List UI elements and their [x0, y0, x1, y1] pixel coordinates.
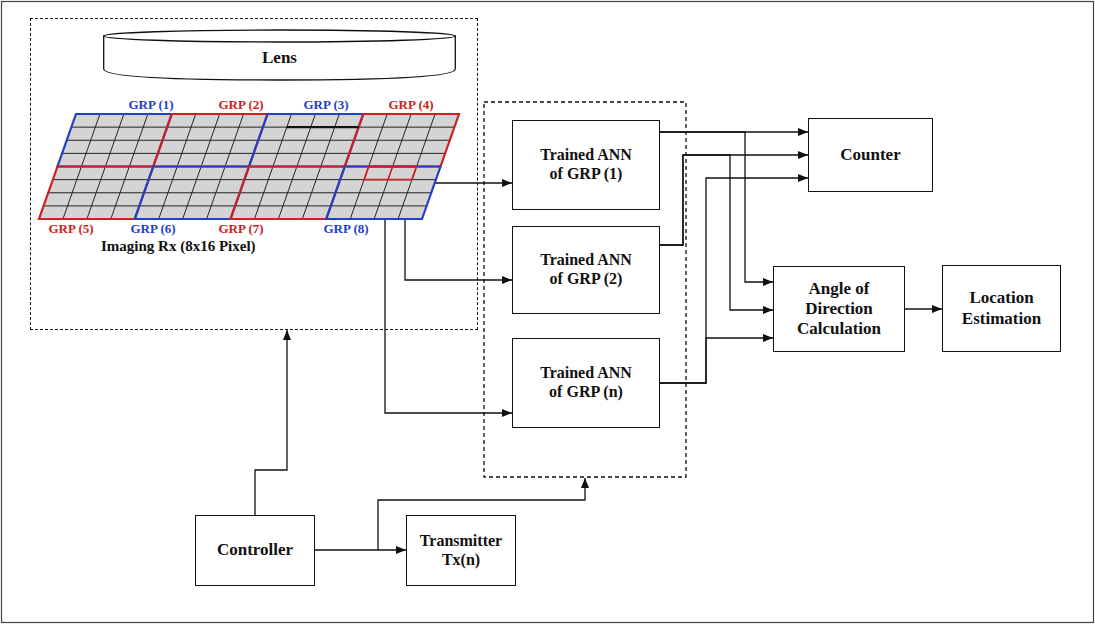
- group-outline: [39, 167, 153, 220]
- group-label: GRP (6): [130, 221, 175, 236]
- group-outline: [345, 114, 459, 167]
- box-label: Counter: [840, 145, 900, 165]
- spot-mark: [287, 126, 359, 128]
- group-outline: [58, 114, 172, 167]
- group-label: GRP (5): [48, 221, 93, 236]
- connector-arrow: [255, 330, 287, 515]
- group-label: GRP (1): [128, 97, 173, 112]
- box-label: Trained ANN of GRP (n): [532, 364, 640, 402]
- connector-arrow: [660, 155, 773, 310]
- group-label: GRP (8): [323, 221, 368, 236]
- box-label: Trained ANN of GRP (2): [532, 251, 640, 289]
- box-label: Angle of Direction Calculation: [780, 279, 898, 339]
- process-box: Angle of Direction Calculation: [773, 266, 905, 352]
- connector-arrow: [660, 338, 773, 383]
- box-label: Controller: [217, 540, 293, 560]
- connector-arrow: [315, 549, 406, 550]
- process-box: Trained ANN of GRP (1): [512, 120, 660, 210]
- process-box: Trained ANN of GRP (n): [512, 338, 660, 428]
- process-box: Counter: [808, 118, 933, 192]
- lens-label: Lens: [262, 48, 297, 68]
- group-outline: [135, 167, 249, 220]
- box-label: Location Estimation: [949, 288, 1054, 328]
- pixel-array: [39, 114, 434, 219]
- group-label: GRP (7): [218, 221, 263, 236]
- group-label: GRP (3): [303, 97, 348, 112]
- group-outline: [153, 114, 267, 167]
- process-box: Transmitter Tx(n): [406, 515, 516, 586]
- active-pixels: [364, 167, 417, 180]
- pixel-fill: [39, 114, 459, 219]
- box-label: Trained ANN of GRP (1): [532, 146, 640, 184]
- receiver-caption: Imaging Rx (8x16 Pixel): [101, 238, 256, 256]
- process-box: Trained ANN of GRP (2): [512, 226, 660, 314]
- receiver-region: LensGRP (1)GRP (2)GRP (3)GRP (4)GRP (5)G…: [30, 18, 478, 330]
- group-label: GRP (4): [388, 97, 433, 112]
- box-label: Transmitter Tx(n): [413, 532, 509, 570]
- pixel-grid: GRP (1)GRP (2)GRP (3)GRP (4)GRP (5)GRP (…: [39, 114, 434, 219]
- process-box: Location Estimation: [942, 265, 1061, 352]
- connector-arrow: [905, 308, 942, 309]
- process-box: Controller: [195, 515, 315, 586]
- group-outline: [249, 114, 363, 167]
- group-label: GRP (2): [218, 97, 263, 112]
- group-outline: [326, 167, 440, 220]
- connector-arrow: [660, 178, 808, 383]
- group-outline: [231, 167, 345, 220]
- connector-arrow: [434, 182, 512, 183]
- connector-arrow: [385, 219, 512, 413]
- active-pixels: [388, 167, 393, 180]
- connector-arrow: [660, 155, 808, 245]
- ann-bank-outline: [484, 102, 686, 477]
- lens-shape: Lens: [103, 29, 456, 81]
- pixel-lines: [39, 114, 459, 219]
- lens-top: [104, 30, 456, 42]
- connector-arrow: [405, 219, 512, 280]
